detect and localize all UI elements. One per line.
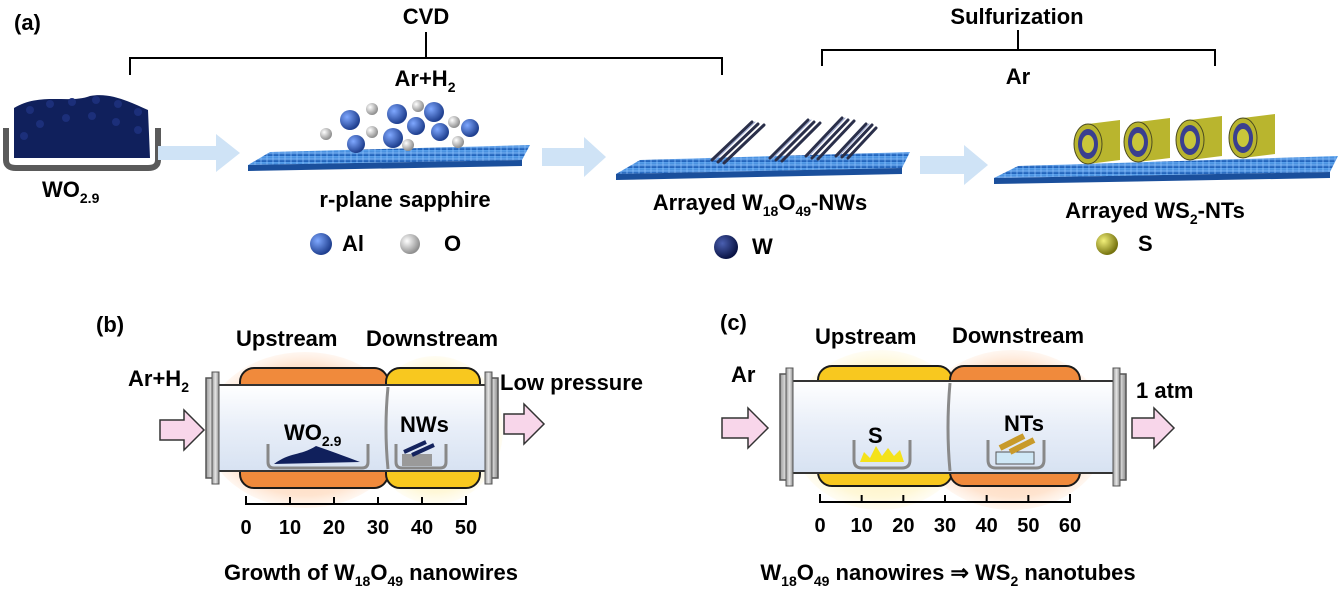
panel-b-nw-boat: [394, 440, 448, 470]
panel-c-axis-tick-label: 60: [1059, 515, 1081, 537]
substrate-label: r-plane sapphire: [319, 187, 490, 212]
panel-c-label: (c): [720, 310, 747, 335]
panel-b-caption: Growth of W18O49 nanowires: [224, 560, 518, 589]
cvd-gas-label: Ar+H2: [395, 66, 456, 95]
panel-b-axis-tick-label: 30: [367, 517, 389, 539]
precursor-label: WO2.9: [42, 177, 100, 206]
legend-w-label: W: [752, 234, 773, 259]
nanowire-label: Arrayed W18O49-NWs: [653, 190, 868, 219]
precursor-boat: [3, 95, 161, 171]
panel-c-quartz-tube: [789, 380, 1117, 474]
atom-cluster: [320, 100, 479, 153]
panel-c-sulfur-boat: [852, 440, 912, 470]
panel-b-precursor-boat: [266, 444, 370, 470]
legend-o-marker: [400, 234, 420, 254]
panel-b-label: (b): [96, 312, 124, 337]
panel-c-nt-label: NTs: [1004, 411, 1044, 436]
nanotube-label: Arrayed WS2-NTs: [1065, 198, 1245, 227]
panel-c-distance-axis: 0 10 20 30 40 50 60: [814, 494, 1081, 537]
panel-c-axis-tick-label: 0: [814, 515, 825, 537]
panel-b: (b) Upstream Downstream WO2.9 NWs: [96, 312, 643, 589]
process-arrow-3: [920, 145, 988, 185]
panel-c-upstream-label: Upstream: [815, 324, 916, 349]
nanowire-array: [710, 116, 878, 165]
legend-al-label: Al: [342, 231, 364, 256]
panel-c-sulfur-label: S: [868, 423, 883, 448]
panel-c-axis-tick-label: 40: [976, 515, 998, 537]
legend-s-label: S: [1138, 231, 1153, 256]
panel-b-inlet-arrow: [159, 408, 206, 452]
process-arrow-2: [542, 137, 606, 177]
panel-c-downstream-label: Downstream: [952, 323, 1084, 348]
legend-al-marker: [310, 233, 332, 255]
legend-o-label: O: [444, 231, 461, 256]
panel-a: (a) CVD Ar+H2 Sulfurization Ar WO2.9: [3, 4, 1338, 259]
panel-b-downstream-label: Downstream: [366, 326, 498, 351]
nanowire-substrate: [616, 152, 910, 180]
panel-b-precursor-label: WO2.9: [284, 420, 342, 449]
panel-c-axis-tick-label: 10: [851, 515, 873, 537]
panel-c-outlet-label: 1 atm: [1136, 378, 1193, 403]
panel-c: (c) Upstream Downstream S NTs Ar: [720, 310, 1193, 589]
panel-b-axis-tick-label: 0: [240, 517, 251, 539]
panel-b-axis-tick-label: 10: [279, 517, 301, 539]
legend-s-marker: [1096, 233, 1118, 255]
panel-b-distance-axis: 0 10 20 30 40 50: [240, 496, 477, 539]
cvd-bracket: [129, 32, 723, 75]
panel-c-axis-tick-label: 30: [934, 515, 956, 537]
sulfurization-gas-label: Ar: [1006, 64, 1031, 89]
panel-c-nt-boat: [986, 433, 1046, 470]
sulfurization-bracket: [821, 30, 1216, 66]
panel-c-gas-label: Ar: [731, 362, 756, 387]
legend-w-marker: [714, 235, 738, 259]
process-arrow-1: [158, 134, 240, 172]
nanotube-substrate: [994, 156, 1338, 184]
sapphire-substrate: [248, 145, 530, 171]
panel-b-axis-tick-label: 20: [323, 517, 345, 539]
panel-c-outlet-arrow: [1131, 406, 1176, 450]
panel-b-outlet-label: Low pressure: [500, 370, 643, 395]
panel-a-label: (a): [14, 10, 41, 35]
panel-c-caption: W18O49 nanowires ⇒ WS2 nanotubes: [760, 560, 1135, 589]
panel-c-inlet-arrow: [721, 406, 770, 450]
panel-c-axis-tick-label: 20: [892, 515, 914, 537]
panel-b-upstream-label: Upstream: [236, 326, 337, 351]
cvd-label: CVD: [403, 4, 449, 29]
panel-b-gas-label: Ar+H2: [128, 366, 189, 395]
panel-c-axis-tick-label: 50: [1017, 515, 1039, 537]
panel-b-axis-tick-label: 40: [411, 517, 433, 539]
panel-b-nw-label: NWs: [400, 412, 449, 437]
panel-b-axis-tick-label: 50: [455, 517, 477, 539]
nanotube-array: [1073, 114, 1275, 165]
panel-b-outlet-arrow: [503, 402, 546, 446]
sulfurization-label: Sulfurization: [950, 4, 1083, 29]
